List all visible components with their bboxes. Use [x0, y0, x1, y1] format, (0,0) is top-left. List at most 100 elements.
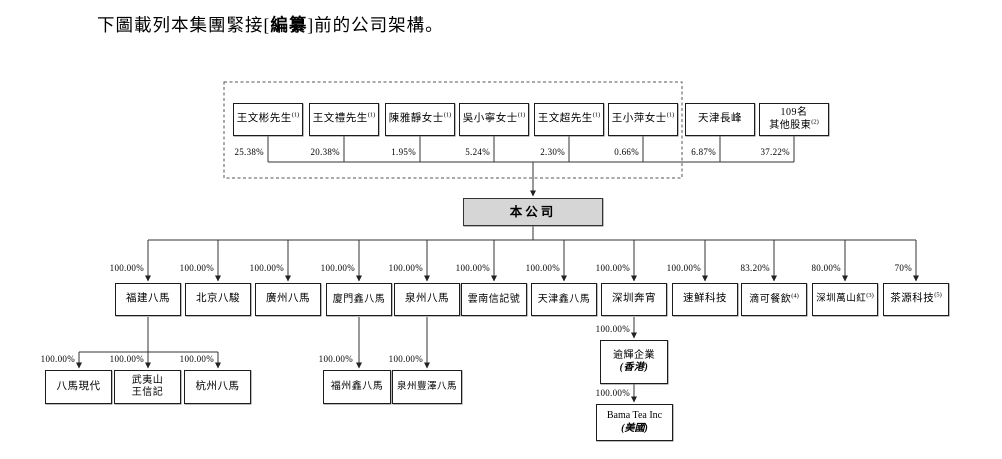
subsidiary-name: 深圳萬山紅 — [816, 294, 867, 305]
subsidiary-name: 北京八駿 — [196, 293, 240, 305]
ownership-percent: 2.30% — [540, 147, 565, 157]
ownership-percent: 1.95% — [391, 147, 416, 157]
subsidiary-box: 天津鑫八馬 — [531, 283, 597, 316]
subsidiary-name: 逾輝企業 — [613, 349, 655, 361]
ownership-percent: 100.00% — [388, 354, 423, 364]
ownership-percent: 100.00% — [455, 263, 490, 273]
subsidiary-box: 杭州八馬 — [184, 370, 251, 404]
subsidiary-name: 速鮮科技 — [683, 293, 727, 305]
subsidiary-box: 雲南信記號 — [461, 283, 527, 316]
ownership-percent: 37.22% — [760, 147, 790, 157]
footnote-sup: (1) — [517, 111, 526, 119]
ownership-percent: 100.00% — [320, 263, 355, 273]
ownership-percent: 70% — [894, 263, 912, 273]
ownership-percent: 100.00% — [595, 388, 630, 398]
title-emphasis: 編纂 — [270, 15, 308, 35]
subsidiary-name: 杭州八馬 — [195, 380, 240, 392]
subsidiary-name: 深圳奔宵 — [612, 293, 656, 305]
shareholder-box: 王小萍女士(1) — [608, 103, 678, 136]
subsidiary-name: 廈門鑫八馬 — [332, 293, 386, 305]
shareholder-box: 王文禮先生(1) — [309, 103, 379, 136]
ownership-percent: 100.00% — [249, 263, 284, 273]
footnote-sup: (3) — [866, 291, 874, 299]
shareholder-box: 109名其他股東(2) — [759, 103, 829, 136]
subsidiary-name: 雲南信記號 — [467, 293, 521, 305]
shareholder-box: 吳小寧女士(1) — [459, 103, 529, 136]
shareholder-box: 陳雅靜女士(1) — [385, 103, 455, 136]
company-box: 本公司 — [463, 198, 603, 226]
shareholder-name: 王小萍女士 — [611, 113, 667, 125]
ownership-percent: 5.24% — [465, 147, 490, 157]
subsidiary-box: 速鮮科技 — [672, 283, 738, 316]
subsidiary-box: 深圳奔宵 — [601, 283, 667, 316]
footnote-sup: (1) — [666, 111, 675, 119]
subsidiary-name: 廣州八馬 — [266, 293, 310, 305]
subsidiary-name: 天津鑫八馬 — [537, 293, 591, 305]
ownership-percent: 6.87% — [691, 147, 716, 157]
shareholder-box: 王文彬先生(1) — [233, 103, 303, 136]
shareholder-box: 天津長峰 — [685, 103, 755, 136]
ownership-percent: 100.00% — [525, 263, 560, 273]
subsidiary-name: Bama Tea Inc — [606, 410, 663, 421]
shareholder-name: 王文彬先生 — [236, 113, 292, 125]
ownership-percent: 100.00% — [109, 354, 144, 364]
ownership-percent: 100.00% — [179, 354, 214, 364]
title-pre: 下圖載列本集團緊接[ — [97, 15, 271, 35]
subsidiary-name: 滴可餐飲 — [749, 293, 792, 305]
shareholder-name: 王文禮先生 — [312, 113, 368, 125]
subsidiary-box: 泉州豐澤八馬 — [392, 370, 462, 404]
subsidiary-name: 泉州豐澤八馬 — [396, 381, 457, 392]
shareholder-name: 109名 — [780, 107, 808, 118]
ownership-percent: 25.38% — [234, 147, 264, 157]
subsidiary-name: 福建八馬 — [126, 293, 170, 305]
subsidiary-name: 八馬現代 — [56, 380, 101, 392]
shareholder-name: 吳小寧女士 — [462, 113, 518, 125]
ownership-percent: 100.00% — [595, 263, 630, 273]
subsidiary-name: 泉州八馬 — [405, 293, 449, 305]
ownership-percent: 20.38% — [310, 147, 340, 157]
subsidiary-box: 茶源科技(5) — [883, 283, 949, 316]
ownership-percent: 100.00% — [595, 324, 630, 334]
subsidiary-box: Bama Tea Inc(美國) — [596, 404, 673, 441]
ownership-percent: 100.00% — [318, 354, 353, 364]
subsidiary-name-line2: 王信記 — [131, 387, 164, 398]
shareholder-box: 王文超先生(1) — [534, 103, 604, 136]
footnote-sup: (1) — [443, 111, 452, 119]
subsidiary-name: 福州鑫八馬 — [330, 381, 384, 393]
subsidiary-box: 北京八駿 — [185, 283, 251, 316]
subsidiary-region: (美國) — [621, 422, 648, 434]
subsidiary-region: (香港) — [619, 362, 649, 373]
footnote-sup: (1) — [592, 111, 601, 119]
subsidiary-box: 廣州八馬 — [255, 283, 321, 316]
subsidiary-box: 深圳萬山紅(3) — [812, 283, 878, 316]
footnote-sup: (1) — [291, 111, 300, 119]
page-title: 下圖載列本集團緊接[編纂]前的公司架構。 — [97, 12, 444, 37]
ownership-percent: 100.00% — [388, 263, 423, 273]
footnote-sup: (4) — [791, 292, 799, 300]
subsidiary-box: 滴可餐飲(4) — [741, 283, 807, 316]
ownership-percent: 100.00% — [40, 354, 75, 364]
shareholder-name-line2: 其他股東 — [769, 119, 812, 131]
title-post: ]前的公司架構。 — [307, 15, 444, 35]
shareholder-name: 陳雅靜女士 — [388, 113, 444, 125]
shareholder-name: 王文超先生 — [537, 113, 593, 125]
ownership-percent: 0.66% — [614, 147, 639, 157]
subsidiary-box: 廈門鑫八馬 — [326, 283, 392, 316]
subsidiary-box: 福建八馬 — [115, 283, 181, 316]
subsidiary-box: 八馬現代 — [45, 370, 112, 404]
footnote-sup: (1) — [367, 111, 376, 119]
ownership-percent: 100.00% — [179, 263, 214, 273]
subsidiary-box: 福州鑫八馬 — [323, 370, 391, 404]
subsidiary-name: 武夷山 — [131, 374, 164, 386]
subsidiary-box: 武夷山王信記 — [114, 370, 181, 404]
subsidiary-box: 泉州八馬 — [394, 283, 460, 316]
shareholder-name: 天津長峰 — [698, 113, 742, 125]
ownership-percent: 100.00% — [109, 263, 144, 273]
footnote-sup: (5) — [934, 291, 942, 299]
ownership-percent: 80.00% — [811, 263, 841, 273]
subsidiary-box: 逾輝企業(香港) — [600, 340, 668, 384]
footnote-sup: (2) — [811, 118, 819, 126]
subsidiary-name: 茶源科技 — [890, 293, 935, 305]
ownership-percent: 100.00% — [666, 263, 701, 273]
